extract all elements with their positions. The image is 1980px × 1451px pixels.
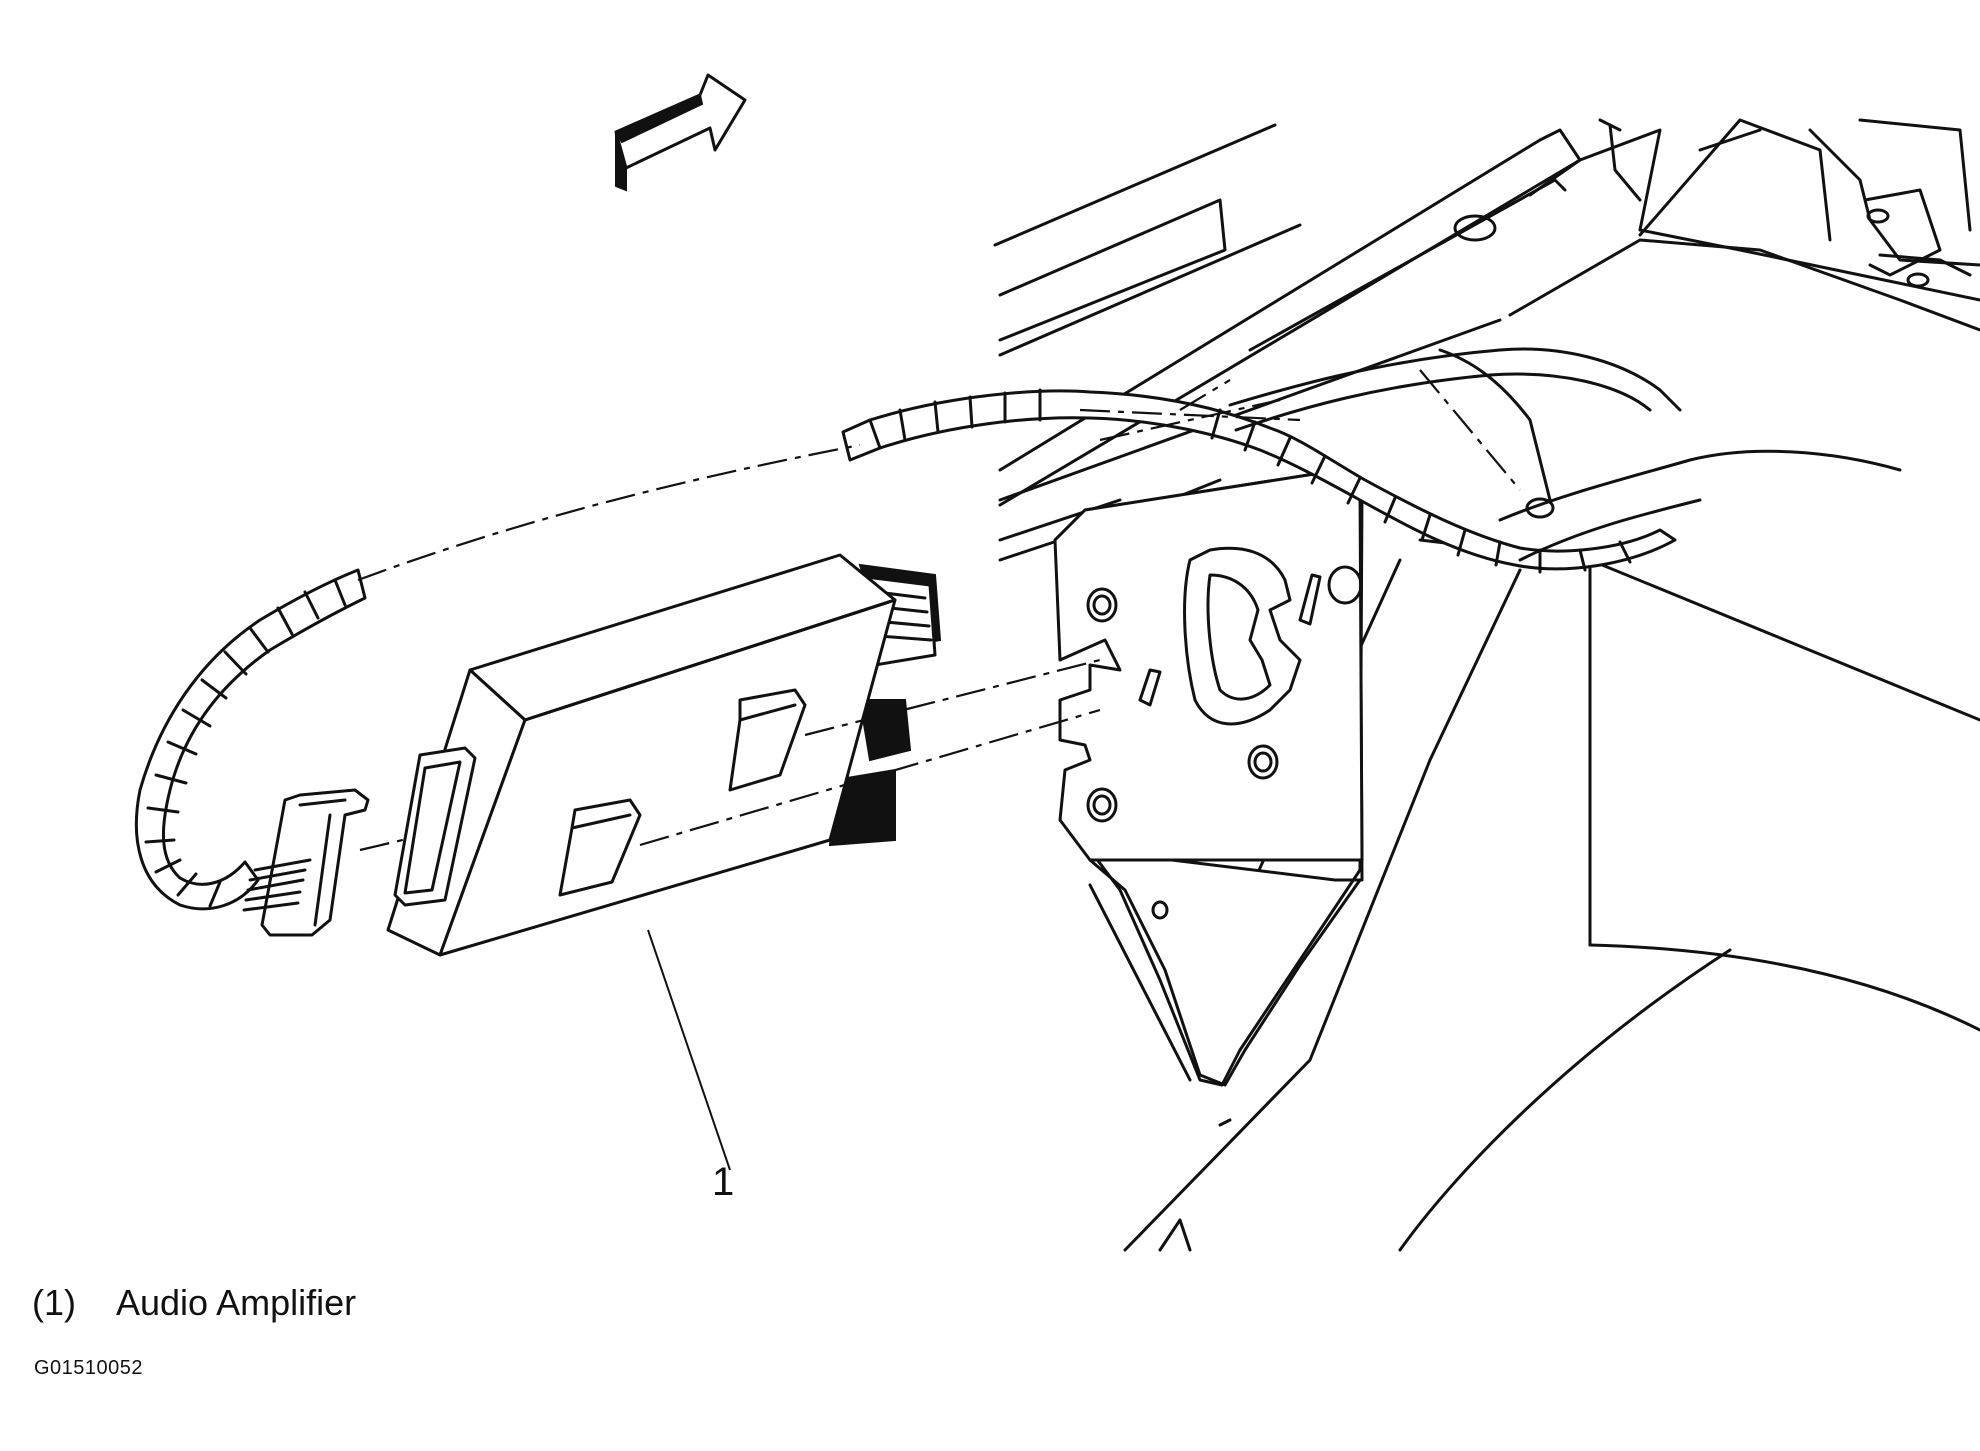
direction-arrow-icon <box>614 73 747 192</box>
legend-item: (1) Audio Amplifier <box>32 1282 356 1324</box>
audio-amplifier-module <box>386 553 1101 957</box>
wiring-harness-lower <box>134 443 861 911</box>
callout-number: 1 <box>712 1160 735 1204</box>
legend-number: (1) <box>32 1282 76 1323</box>
mounting-bracket <box>1053 468 1364 1087</box>
callout-leader-line <box>647 929 731 1171</box>
vehicle-body-structure <box>993 118 1980 542</box>
wiring-harness-upper <box>841 347 1902 574</box>
figure-id: G01510052 <box>34 1357 144 1379</box>
legend-label: Audio Amplifier <box>116 1282 357 1323</box>
